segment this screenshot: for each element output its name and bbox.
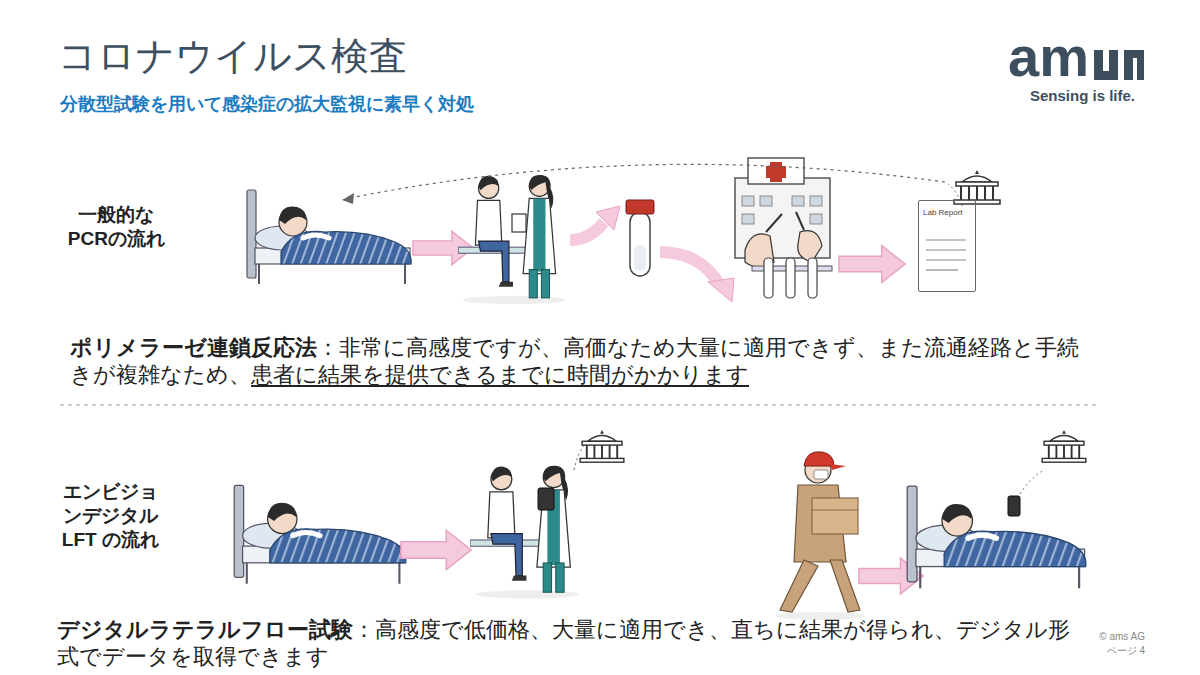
logo-word: am <box>1008 28 1089 86</box>
subtitle: 分散型試験を用いて感染症の拡大監視に素早く対処 <box>60 93 474 116</box>
logo-mark <box>1094 50 1144 80</box>
term: ポリメラーゼ連鎖反応法 <box>70 335 317 360</box>
document-title: Lab Report <box>923 208 971 218</box>
copyright: © ams AG <box>1099 630 1145 643</box>
hospital <box>735 158 832 298</box>
row-label: エンビジョンデジタル LFT の流れ <box>60 480 161 552</box>
term: デジタルラテラルフロー試験 <box>57 617 353 642</box>
lab-report-sheet: Lab Report <box>918 200 976 292</box>
logo-tagline: Sensing is life. <box>1030 86 1135 105</box>
paragraph: デジタルラテラルフロー試験：高感度で低価格、大量に適用でき、直ちに結果が得られ、… <box>57 616 1077 670</box>
paragraph: ポリメラーゼ連鎖反応法：非常に高感度ですが、高価なため大量に適用できず、また流通… <box>70 334 1090 388</box>
courier <box>775 452 865 620</box>
page-number: ページ 4 <box>1107 644 1145 657</box>
row-label: 一般的な PCRの流れ <box>66 203 167 251</box>
divider <box>60 404 1100 405</box>
description-underlined: 患者に結果を提供できるまでに時間がかかります <box>251 362 749 387</box>
slide-title: コロナウイルス検査 <box>58 34 407 78</box>
